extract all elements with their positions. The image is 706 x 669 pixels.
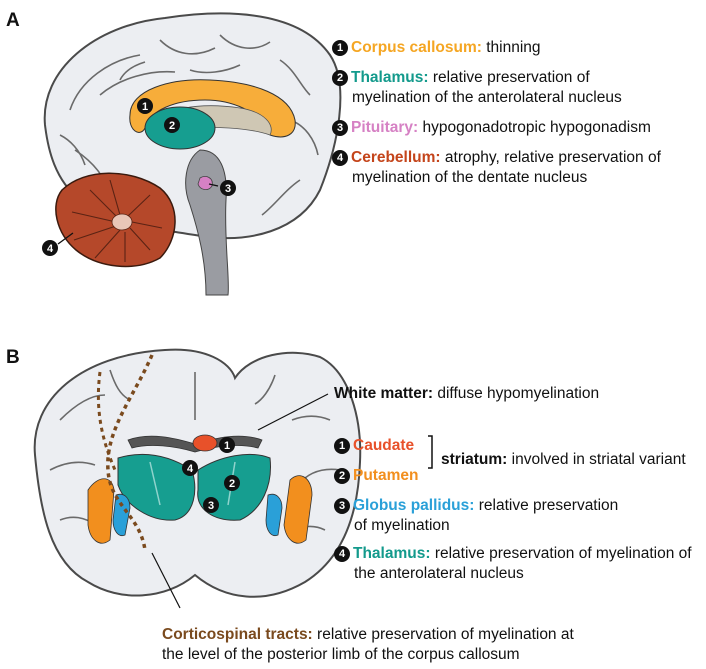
legend-corticospinal-line2: the level of the posterior limb of the c… [162,646,520,663]
corticospinal-tract-2 [96,371,117,471]
legend-thalamus-a-line2: myelination of the anterolateral nucleus [352,89,622,106]
marker-b-2-label: 2 [229,478,235,490]
marker-a-4-label: 4 [47,243,54,255]
marker-b-3 [203,497,219,513]
sagittal-brain: 1 2 3 4 [42,12,342,296]
legend-desc: relative preservation of myelination at [317,626,574,643]
legend-term: Caudate [353,437,415,454]
legend-thalamus-b-line2: the anterolateral nucleus [354,565,524,582]
caudate-shape [192,434,218,452]
legend-term: White matter: [334,385,434,402]
legend-num: 3 [334,498,350,514]
pituitary [197,176,213,190]
marker-a-2-label: 2 [169,120,175,132]
panel-b-letter: B [6,347,20,368]
legend-white-matter: White matter: diffuse hypomyelination [334,384,599,404]
thalamus-coronal [117,453,271,521]
arrow-a-3 [208,183,219,187]
putamen-left [87,478,115,544]
legend-term: Corticospinal tracts: [162,626,313,643]
legend-desc: diffuse hypomyelination [437,385,600,402]
legend-desc: involved in striatal variant [511,451,686,468]
legend-term: Globus pallidus: [353,497,475,514]
marker-b-2 [224,475,240,491]
legend-num: 2 [332,70,348,86]
legend-term: Cerebellum: [351,149,441,166]
panel-a-letter: A [6,10,20,31]
legend-num: 1 [332,40,348,56]
putamen-right [283,475,313,544]
dentate-core [111,213,133,231]
legend-num: 4 [332,150,348,166]
marker-b-1-label: 1 [224,440,230,452]
marker-a-1 [137,98,153,114]
legend-globus-pallidus-line2: of myelination [354,517,450,534]
legend-desc: hypogonadotropic hypogonadism [422,119,651,136]
legend-desc: relative preservation [478,497,619,514]
coronal-brain: 1 2 3 4 [33,348,433,609]
legend-num: 3 [332,120,348,136]
white-matter-arrow [257,393,329,431]
marker-b-4-label: 4 [187,463,194,475]
legend-num: 2 [334,468,350,484]
marker-a-3-label: 3 [225,183,231,195]
marker-a-1-label: 1 [142,101,148,113]
legend-term: Pituitary: [351,119,419,136]
legend-corticospinal: Corticospinal tracts: relative preservat… [162,625,574,645]
legend-desc: relative preservation of myelination of [434,545,692,562]
marker-b-3-label: 3 [208,500,214,512]
legend-cerebellum-line2: myelination of the dentate nucleus [352,169,588,186]
legend-num: 4 [334,546,350,562]
marker-b-4 [182,460,198,476]
legend-term: Corpus callosum: [351,39,482,56]
legend-desc: thinning [486,39,541,56]
cerebellum-folia [71,179,163,262]
marker-a-4 [42,240,58,256]
globus-pallidus-right [265,493,283,537]
legend-term: Putamen [353,467,419,484]
legend-striatum: striatum: involved in striatal variant [441,450,686,470]
legend-term: Thalamus: [353,545,431,562]
legend-desc: relative preservation of [432,69,590,86]
marker-a-3 [220,180,236,196]
corticospinal-arrow [151,552,181,609]
legend-term: Thalamus: [351,69,429,86]
globus-pallidus-left [112,493,131,537]
legend-num: 1 [334,438,350,454]
legend-desc: atrophy, relative preservation of [444,149,661,166]
arrow-a-4 [57,232,74,245]
marker-b-1 [219,437,235,453]
marker-a-2 [164,117,180,133]
thalamus-sagittal [144,106,216,150]
corticospinal-tract [106,354,154,551]
legend-term: striatum: [441,451,508,468]
coronal-outline [33,348,362,598]
striatum-bracket [428,435,433,469]
